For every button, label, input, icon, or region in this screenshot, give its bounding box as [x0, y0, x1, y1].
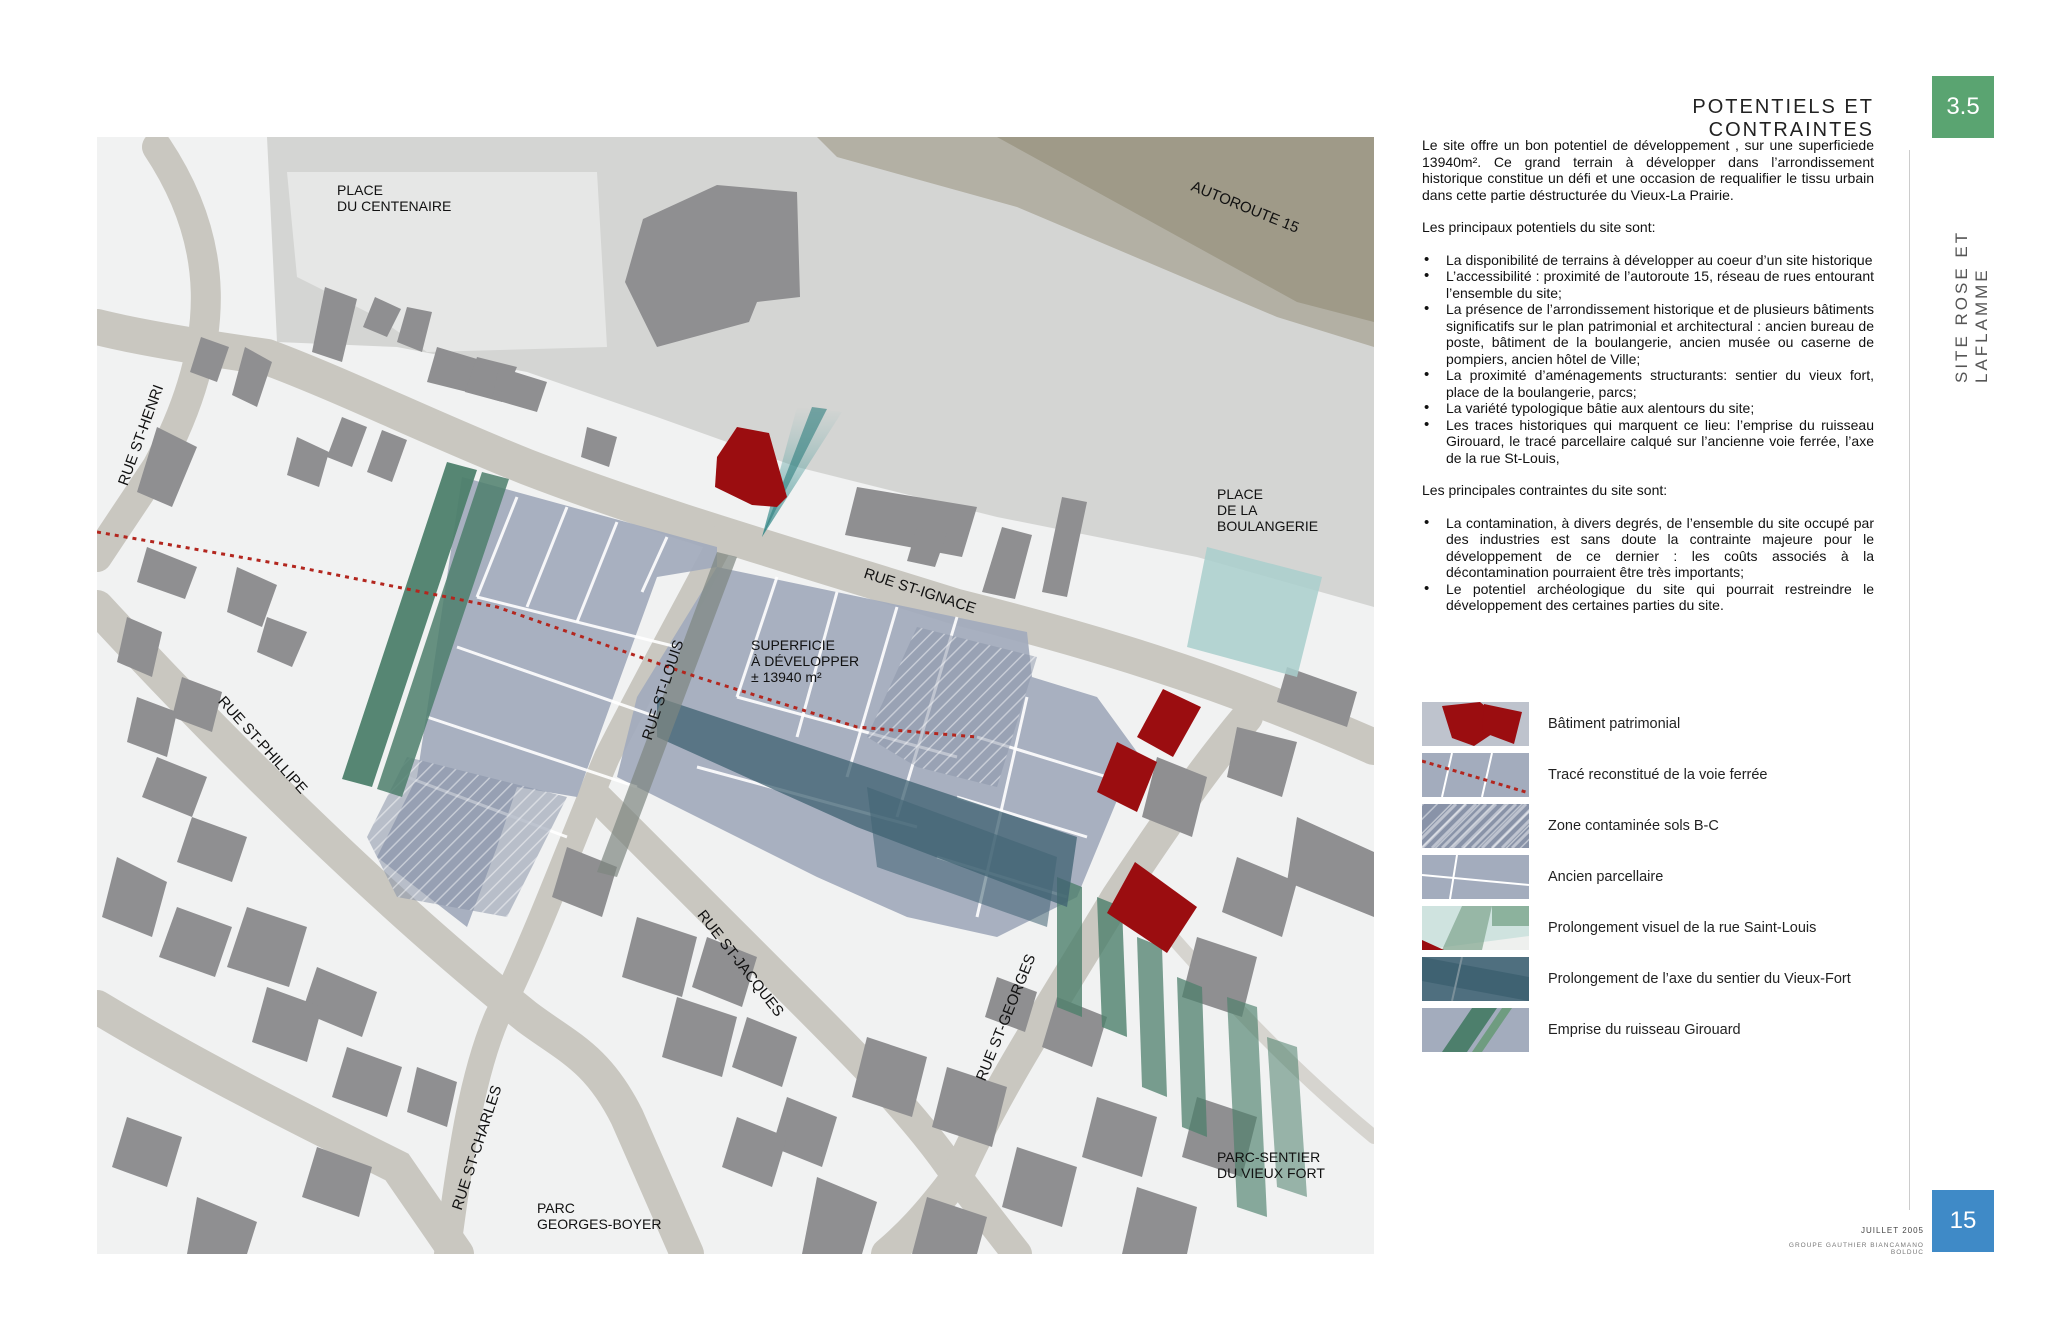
constraints-heading: Les principales contraintes du site sont…	[1422, 482, 1668, 498]
label-place-boulangerie: PLACE DE LA BOULANGERIE	[1217, 486, 1319, 534]
list-item: Les traces historiques qui marquent ce l…	[1422, 417, 1874, 467]
railway-trace-swatch	[1422, 753, 1529, 797]
heritage-building-swatch	[1422, 702, 1529, 746]
list-item: La présence de l’arrondissement historiq…	[1422, 301, 1874, 367]
legend-row: Emprise du ruisseau Girouard	[1422, 1008, 1882, 1059]
place-centenaire-area	[287, 172, 607, 352]
page-number-badge: 15	[1932, 1190, 1994, 1252]
legend-label: Bâtiment patrimonial	[1548, 716, 1681, 732]
old-parcels-swatch	[1422, 855, 1529, 899]
list-item: Le potentiel archéologique du site qui p…	[1422, 581, 1874, 614]
legend-row: Prolongement de l’axe du sentier du Vieu…	[1422, 957, 1882, 1008]
footer-firm: GROUPE GAUTHIER BIANCAMANO BOLDUC	[1788, 1242, 1924, 1256]
label-parc-sentier: PARC-SENTIER DU VIEUX FORT	[1217, 1149, 1325, 1181]
contaminated-zone-swatch	[1422, 804, 1529, 848]
legend-label: Zone contaminée sols B-C	[1548, 818, 1719, 834]
constraints-list: La contamination, à divers degrés, de l’…	[1422, 515, 1874, 614]
place-boulangerie-area	[1187, 547, 1322, 677]
legend-label: Tracé reconstitué de la voie ferrée	[1548, 767, 1768, 783]
legend-row: Bâtiment patrimonial	[1422, 702, 1882, 753]
list-item: La variété typologique bâtie aux alentou…	[1422, 400, 1874, 417]
legend-label: Prolongement visuel de la rue Saint-Loui…	[1548, 920, 1817, 936]
list-item: La contamination, à divers degrés, de l’…	[1422, 515, 1874, 581]
legend-label: Ancien parcellaire	[1548, 869, 1664, 885]
autoroute-band-dark	[997, 137, 1374, 322]
trail-axis-swatch	[1422, 957, 1529, 1001]
legend-label: Emprise du ruisseau Girouard	[1548, 1022, 1741, 1038]
legend-row: Prolongement visuel de la rue Saint-Loui…	[1422, 906, 1882, 957]
buildings	[102, 185, 1374, 1254]
label-place-centenaire: PLACE DU CENTENAIRE	[337, 182, 452, 214]
site-map: PLACE DU CENTENAIRE AUTOROUTE 15 PLACE D…	[97, 137, 1374, 1254]
section-title: POTENTIELS ET CONTRAINTES	[1692, 96, 1874, 141]
legend-row: Tracé reconstitué de la voie ferrée	[1422, 753, 1882, 804]
potentials-heading: Les principaux potentiels du site sont:	[1422, 219, 1656, 235]
visual-axis-beam	[762, 407, 842, 537]
intro-paragraph: Le site offre un bon potentiel de dévelo…	[1422, 137, 1874, 203]
vertical-project-title: SITE ROSE ET LAFLAMME	[1952, 230, 1991, 383]
footer-date: JUILLET 2005	[1861, 1226, 1924, 1235]
map-drawing	[97, 137, 1374, 1254]
heritage-buildings	[715, 427, 1201, 953]
streets	[97, 137, 1374, 1254]
legend-row: Zone contaminée sols B-C	[1422, 804, 1882, 855]
vertical-divider	[1909, 150, 1910, 1210]
list-item: L’accessibilité : proximité de l’autorou…	[1422, 268, 1874, 301]
section-number-badge: 3.5	[1932, 76, 1994, 138]
potentials-list: La disponibilité de terrains à développe…	[1422, 252, 1874, 467]
label-superficie: SUPERFICIE À DÉVELOPPER ± 13940 m²	[751, 637, 860, 685]
list-item: La proximité d’aménagements structurants…	[1422, 367, 1874, 400]
girouard-stream	[342, 462, 1307, 1217]
body-text: Le site offre un bon potentiel de dévelo…	[1422, 137, 1874, 630]
vieux-fort-trail-extension	[867, 787, 1057, 927]
visual-axis-swatch	[1422, 906, 1529, 950]
map-legend: Bâtiment patrimonial Tracé reconstitué d…	[1422, 702, 1882, 1059]
rue-st-louis-strip	[597, 552, 737, 877]
stream-swatch	[1422, 1008, 1529, 1052]
list-item: La disponibilité de terrains à développe…	[1422, 252, 1874, 269]
label-parc-georges-boyer: PARC GEORGES-BOYER	[537, 1200, 662, 1232]
legend-row: Ancien parcellaire	[1422, 855, 1882, 906]
contaminated-zones	[367, 627, 1037, 917]
legend-label: Prolongement de l’axe du sentier du Vieu…	[1548, 971, 1851, 987]
